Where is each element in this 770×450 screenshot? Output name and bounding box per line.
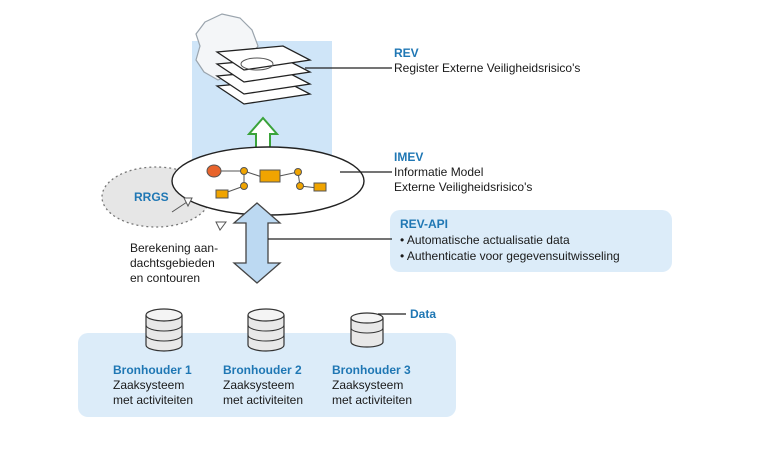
rrgs-note-line2: dachtsgebieden [130, 256, 215, 270]
source-name: Bronhouder 3 [332, 363, 411, 377]
imev-line2: Externe Veiligheidsrisico's [394, 180, 533, 194]
data-label: Data [410, 307, 437, 321]
imev-model-icon [206, 164, 327, 199]
double-arrow-icon [232, 202, 282, 284]
api-item: • Automatische actualisatie data [400, 233, 570, 247]
database-icon-2 [247, 308, 285, 352]
source-3: Bronhouder 3 Zaaksysteem met activiteite… [332, 363, 412, 408]
source-line1: Zaaksysteem [223, 378, 295, 392]
database-icon-1 [145, 308, 183, 352]
api-title: REV-API [400, 217, 449, 231]
imev-line1: Informatie Model [394, 165, 484, 179]
source-line2: met activiteiten [223, 393, 304, 407]
source-line1: Zaaksysteem [113, 378, 185, 392]
rev-title: REV [394, 46, 419, 60]
source-name: Bronhouder 2 [223, 363, 302, 377]
rrgs-note-line3: en contouren [130, 271, 201, 285]
database-icon-3 [350, 312, 384, 348]
source-name: Bronhouder 1 [113, 363, 192, 377]
source-line2: met activiteiten [332, 393, 413, 407]
rev-subtitle: Register Externe Veiligheidsrisico's [394, 61, 581, 75]
rev-api-panel [390, 210, 672, 272]
source-1: Bronhouder 1 Zaaksysteem met activiteite… [113, 363, 193, 408]
rrgs-label: RRGS [134, 190, 169, 204]
rrgs-note-line1: Berekening aan- [130, 241, 219, 255]
source-2: Bronhouder 2 Zaaksysteem met activiteite… [223, 363, 303, 408]
rrgs-pointer-icon [183, 197, 193, 208]
source-line2: met activiteiten [113, 393, 194, 407]
source-line1: Zaaksysteem [332, 378, 404, 392]
note-pointer-icon [215, 221, 227, 231]
api-item: • Authenticatie voor gegevensuitwisselin… [400, 249, 620, 263]
rev-layers-icon [215, 45, 313, 105]
imev-title: IMEV [394, 150, 424, 164]
